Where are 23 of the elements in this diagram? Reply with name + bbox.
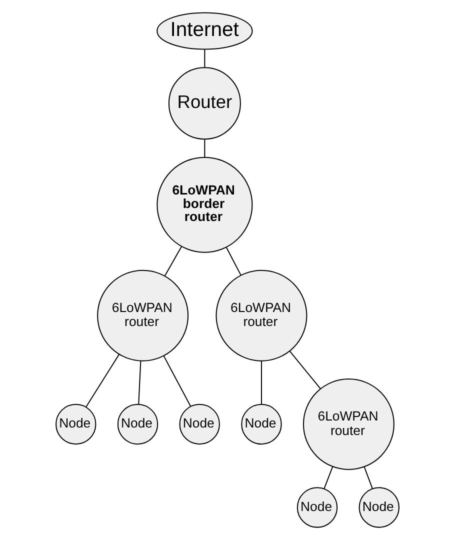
node-circle: Node (56, 404, 96, 445)
connector (289, 350, 321, 390)
node-circle: 6LoWPAN router (97, 270, 189, 362)
connector (163, 355, 192, 407)
node-circle: Node (179, 404, 220, 445)
node-circle: Router (168, 67, 241, 140)
node-circle: Node (296, 487, 338, 528)
node-circle: 6LoWPAN router (302, 378, 394, 470)
connector (138, 360, 142, 404)
node-circle: Node (241, 404, 282, 445)
node-circle: 6LoWPAN router (216, 270, 308, 362)
connector (226, 247, 242, 276)
node-circle: Node (358, 487, 400, 528)
node-circle: Node (117, 404, 158, 445)
connector (324, 466, 334, 489)
connector (164, 246, 182, 276)
node-circle: 6LoWPAN border router (156, 156, 253, 253)
connector (204, 49, 206, 68)
connector (364, 466, 373, 489)
connector (260, 360, 262, 404)
connector (86, 354, 120, 408)
node-ellipse: Internet (156, 12, 253, 50)
connector (204, 139, 206, 158)
